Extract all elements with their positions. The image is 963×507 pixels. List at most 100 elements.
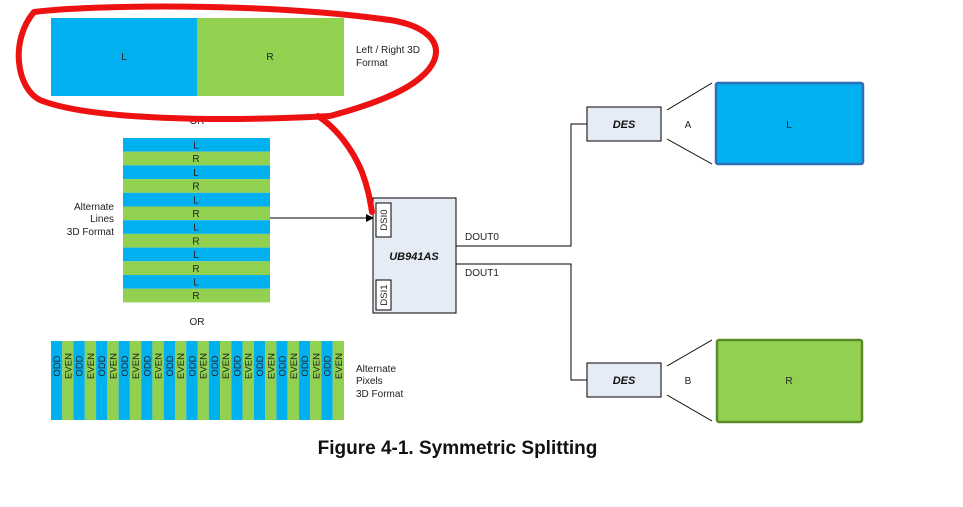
display-left <box>714 81 865 166</box>
display-right <box>715 338 864 424</box>
pixel-column-label: ODD <box>300 355 311 376</box>
line-row-label: L <box>193 250 199 261</box>
line-row-label: L <box>193 223 199 234</box>
dsi1-port <box>375 279 392 311</box>
pixel-column-label: ODD <box>142 355 153 376</box>
right-half-label: R <box>266 52 273 63</box>
pixel-column-label: ODD <box>52 355 63 376</box>
dsi0-port <box>375 202 392 238</box>
pixels-caption-2: Pixels <box>356 376 383 387</box>
pixel-column-label: EVEN <box>108 353 119 379</box>
pixel-column <box>310 341 322 420</box>
deserializer-b: DES B R <box>586 338 864 424</box>
pixel-column <box>107 341 119 420</box>
dsi0-label: DSI0 <box>379 209 390 230</box>
pixel-column-label: EVEN <box>63 353 74 379</box>
pixel-column-label: EVEN <box>311 353 322 379</box>
lr-format-caption-2: Format <box>356 58 388 69</box>
pixel-column-label: ODD <box>278 355 289 376</box>
pixel-column <box>129 341 142 420</box>
des-b-view-line-bottom <box>666 394 713 422</box>
pixel-column <box>298 341 311 420</box>
dout1-label: DOUT1 <box>465 268 499 279</box>
line-row <box>123 275 270 289</box>
pixel-column-label: EVEN <box>86 353 97 379</box>
pixel-column-label: ODD <box>187 355 198 376</box>
lr-format-caption-1: Left / Right 3D <box>356 45 420 56</box>
left-half-label: L <box>121 52 127 63</box>
or-label-mid: OR <box>190 317 205 328</box>
pixel-column <box>253 341 266 420</box>
line-row <box>123 247 270 262</box>
pixel-column <box>197 341 209 420</box>
pixel-column <box>141 341 153 420</box>
des-a-view-line-bottom <box>666 138 713 165</box>
line-row-label: R <box>192 264 199 275</box>
pixel-column <box>265 341 277 420</box>
line-row-label: R <box>192 154 199 165</box>
pixels-caption-3: 3D Format <box>356 389 403 400</box>
dout0-wire <box>456 123 587 247</box>
pixel-column-label: EVEN <box>176 353 187 379</box>
pixel-column-label: ODD <box>210 355 221 376</box>
des-b-label: DES <box>613 375 636 387</box>
right-half <box>197 18 344 96</box>
pixel-column <box>332 341 344 420</box>
left-right-format: L R Left / Right 3D Format <box>51 18 420 96</box>
line-row <box>123 165 270 180</box>
left-half <box>51 18 197 96</box>
deserializer-a: DES A L <box>586 81 865 166</box>
pixel-column <box>174 341 187 420</box>
line-row <box>123 192 270 207</box>
line-row-label: R <box>192 236 199 247</box>
pixel-column <box>163 341 175 420</box>
pixel-column-label: EVEN <box>334 353 345 379</box>
pixel-column <box>220 341 232 420</box>
line-row <box>123 151 270 166</box>
lines-caption-1: Alternate <box>74 202 114 213</box>
pixel-column-label: ODD <box>75 355 86 376</box>
line-row-label: L <box>193 141 199 152</box>
pixel-column-label: EVEN <box>199 353 210 379</box>
pixel-column-label: EVEN <box>154 353 165 379</box>
red-annotation-arrow <box>315 113 375 215</box>
line-row-label: R <box>192 291 199 302</box>
red-annotation-circle <box>15 3 439 122</box>
dsi1-label: DSI1 <box>379 284 390 305</box>
dout1-wire <box>456 263 587 381</box>
pixel-column-label: EVEN <box>289 353 300 379</box>
input-arrowhead <box>366 214 374 222</box>
pixel-column <box>51 341 63 420</box>
figure-caption: Figure 4-1. Symmetric Splitting <box>317 438 598 459</box>
lines-caption-3: 3D Format <box>67 227 114 238</box>
line-row-label: L <box>193 278 199 289</box>
pixel-column <box>152 341 164 420</box>
dout0-label: DOUT0 <box>465 232 499 243</box>
pixel-column <box>242 341 254 420</box>
pixel-column <box>73 341 85 420</box>
line-row <box>123 220 270 234</box>
pixel-column-label: EVEN <box>221 353 232 379</box>
line-row <box>123 179 270 193</box>
des-a-view-line-top <box>666 82 713 111</box>
pixel-column-label: EVEN <box>244 353 255 379</box>
pixel-column-label: ODD <box>120 355 131 376</box>
display-left-label: L <box>786 120 792 131</box>
des-b-box <box>586 362 662 398</box>
pixel-column-label: EVEN <box>131 353 142 379</box>
display-right-label: R <box>785 376 792 387</box>
pixel-column-label: ODD <box>255 355 266 376</box>
line-row <box>123 206 270 221</box>
channel-a-label: A <box>685 120 692 131</box>
line-row-label: L <box>193 168 199 179</box>
lines-caption-2: Lines <box>90 214 114 225</box>
pixel-column <box>62 341 74 420</box>
pixel-column <box>96 341 108 420</box>
pixel-column <box>231 341 243 420</box>
chip-name: UB941AS <box>389 251 439 263</box>
pixel-column-label: ODD <box>323 355 334 376</box>
pixel-column-label: ODD <box>97 355 108 376</box>
pixel-column <box>276 341 288 420</box>
